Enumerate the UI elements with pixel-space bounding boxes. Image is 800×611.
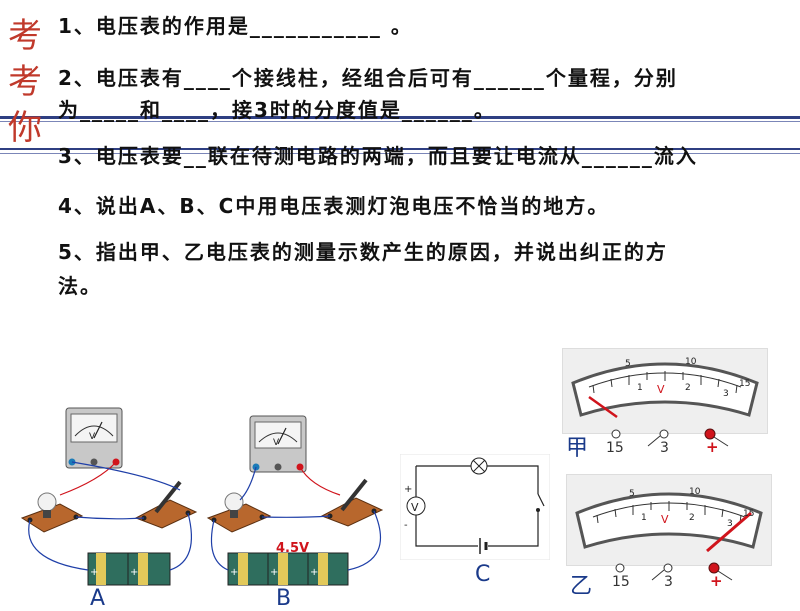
meter-yi-terminal-plus: +	[710, 572, 723, 590]
meter-jia-face	[571, 362, 759, 419]
meter-jia-tick-5: 5	[625, 359, 631, 369]
circuit-label-b: B	[276, 586, 292, 611]
meter-label-yi: 乙	[570, 574, 593, 599]
meter-yi-tick-3: 3	[727, 519, 733, 529]
svg-text:+: +	[270, 567, 278, 578]
side-title-1: 考	[8, 16, 42, 56]
meter-jia-terminal-plus: +	[706, 438, 719, 456]
meter-jia-tick-10: 10	[685, 357, 697, 367]
meter-yi-terminal-3: 3	[664, 574, 673, 590]
circuit-diagram-c: V + -	[400, 454, 550, 560]
question-5-line-1: 5、指出甲、乙电压表的测量示数产生的原因，并说出纠正的方	[58, 240, 668, 264]
header-stripe-1	[0, 116, 800, 119]
question-4: 4、说出A、B、C中用电压表测灯泡电压不恰当的地方。	[58, 194, 610, 218]
svg-text:+: +	[90, 567, 98, 578]
meter-yi-tick-10: 10	[689, 487, 701, 497]
meter-jia-terminal-15: 15	[606, 440, 624, 456]
switch-a	[134, 480, 198, 529]
svg-text:+: +	[404, 484, 412, 495]
question-2-line-1: 2、电压表有____个接线柱，经组合后可有______个量程，分别	[58, 66, 678, 90]
voltmeter-a: V	[65, 407, 123, 469]
lamp-b	[206, 492, 272, 533]
meter-jia-tick-3: 3	[723, 389, 729, 399]
lamp-a	[20, 492, 84, 533]
question-3: 3、电压表要__联在待测电路的两端，而且要让电流从______流入	[58, 144, 698, 168]
circuit-label-a: A	[90, 586, 106, 611]
meter-yi-terminals	[615, 562, 733, 581]
svg-text:V: V	[273, 438, 280, 448]
meter-yi-terminal-15: 15	[612, 574, 630, 590]
meter-yi-tick-5: 5	[629, 489, 635, 499]
meter-yi-tick-1: 1	[641, 513, 647, 523]
svg-text:V: V	[89, 432, 96, 442]
meter-yi: 5 10 15 1 2 3 V	[566, 474, 772, 566]
circuit-diagram-ab: V V	[20, 407, 384, 586]
svg-text:-: -	[404, 520, 408, 531]
side-title-2: 考	[8, 62, 42, 102]
header-stripe-4	[0, 153, 800, 154]
svg-text:+: +	[310, 567, 318, 578]
meter-jia-tick-15: 15	[739, 379, 751, 389]
wires-a	[28, 461, 192, 571]
battery-a: + +	[87, 552, 171, 586]
switch-b	[320, 478, 384, 527]
wires-b	[210, 466, 382, 571]
meter-jia-unit: V	[657, 383, 665, 396]
meter-jia-terminals	[611, 428, 729, 447]
question-1: 1、电压表的作用是___________ 。	[58, 14, 413, 38]
question-5-line-2: 法。	[58, 274, 102, 298]
circuit-label-c: C	[475, 562, 491, 587]
svg-text:+: +	[130, 567, 138, 578]
meter-jia-terminal-3: 3	[660, 440, 669, 456]
header-stripe-3	[0, 148, 800, 150]
meter-yi-tick-15: 15	[743, 509, 755, 519]
voltmeter-b: V	[249, 415, 307, 473]
meter-jia-tick-1: 1	[637, 383, 643, 393]
svg-text:+: +	[230, 567, 238, 578]
question-2-line-2: 为_____和____，接3时的分度值是______。	[58, 98, 496, 122]
meter-yi-unit: V	[661, 513, 669, 526]
meter-yi-face	[575, 492, 763, 553]
battery-voltage-label: 4.5V	[276, 541, 310, 556]
meter-jia: 5 10 15 1 2 3 V	[562, 348, 768, 434]
meter-label-jia: 甲	[566, 436, 589, 461]
meter-yi-tick-2: 2	[689, 513, 695, 523]
battery-b: + + +	[227, 552, 349, 586]
meter-jia-tick-2: 2	[685, 383, 691, 393]
header-stripe-2	[0, 121, 800, 122]
svg-text:V: V	[411, 501, 419, 514]
side-title-3: 你	[8, 108, 42, 148]
